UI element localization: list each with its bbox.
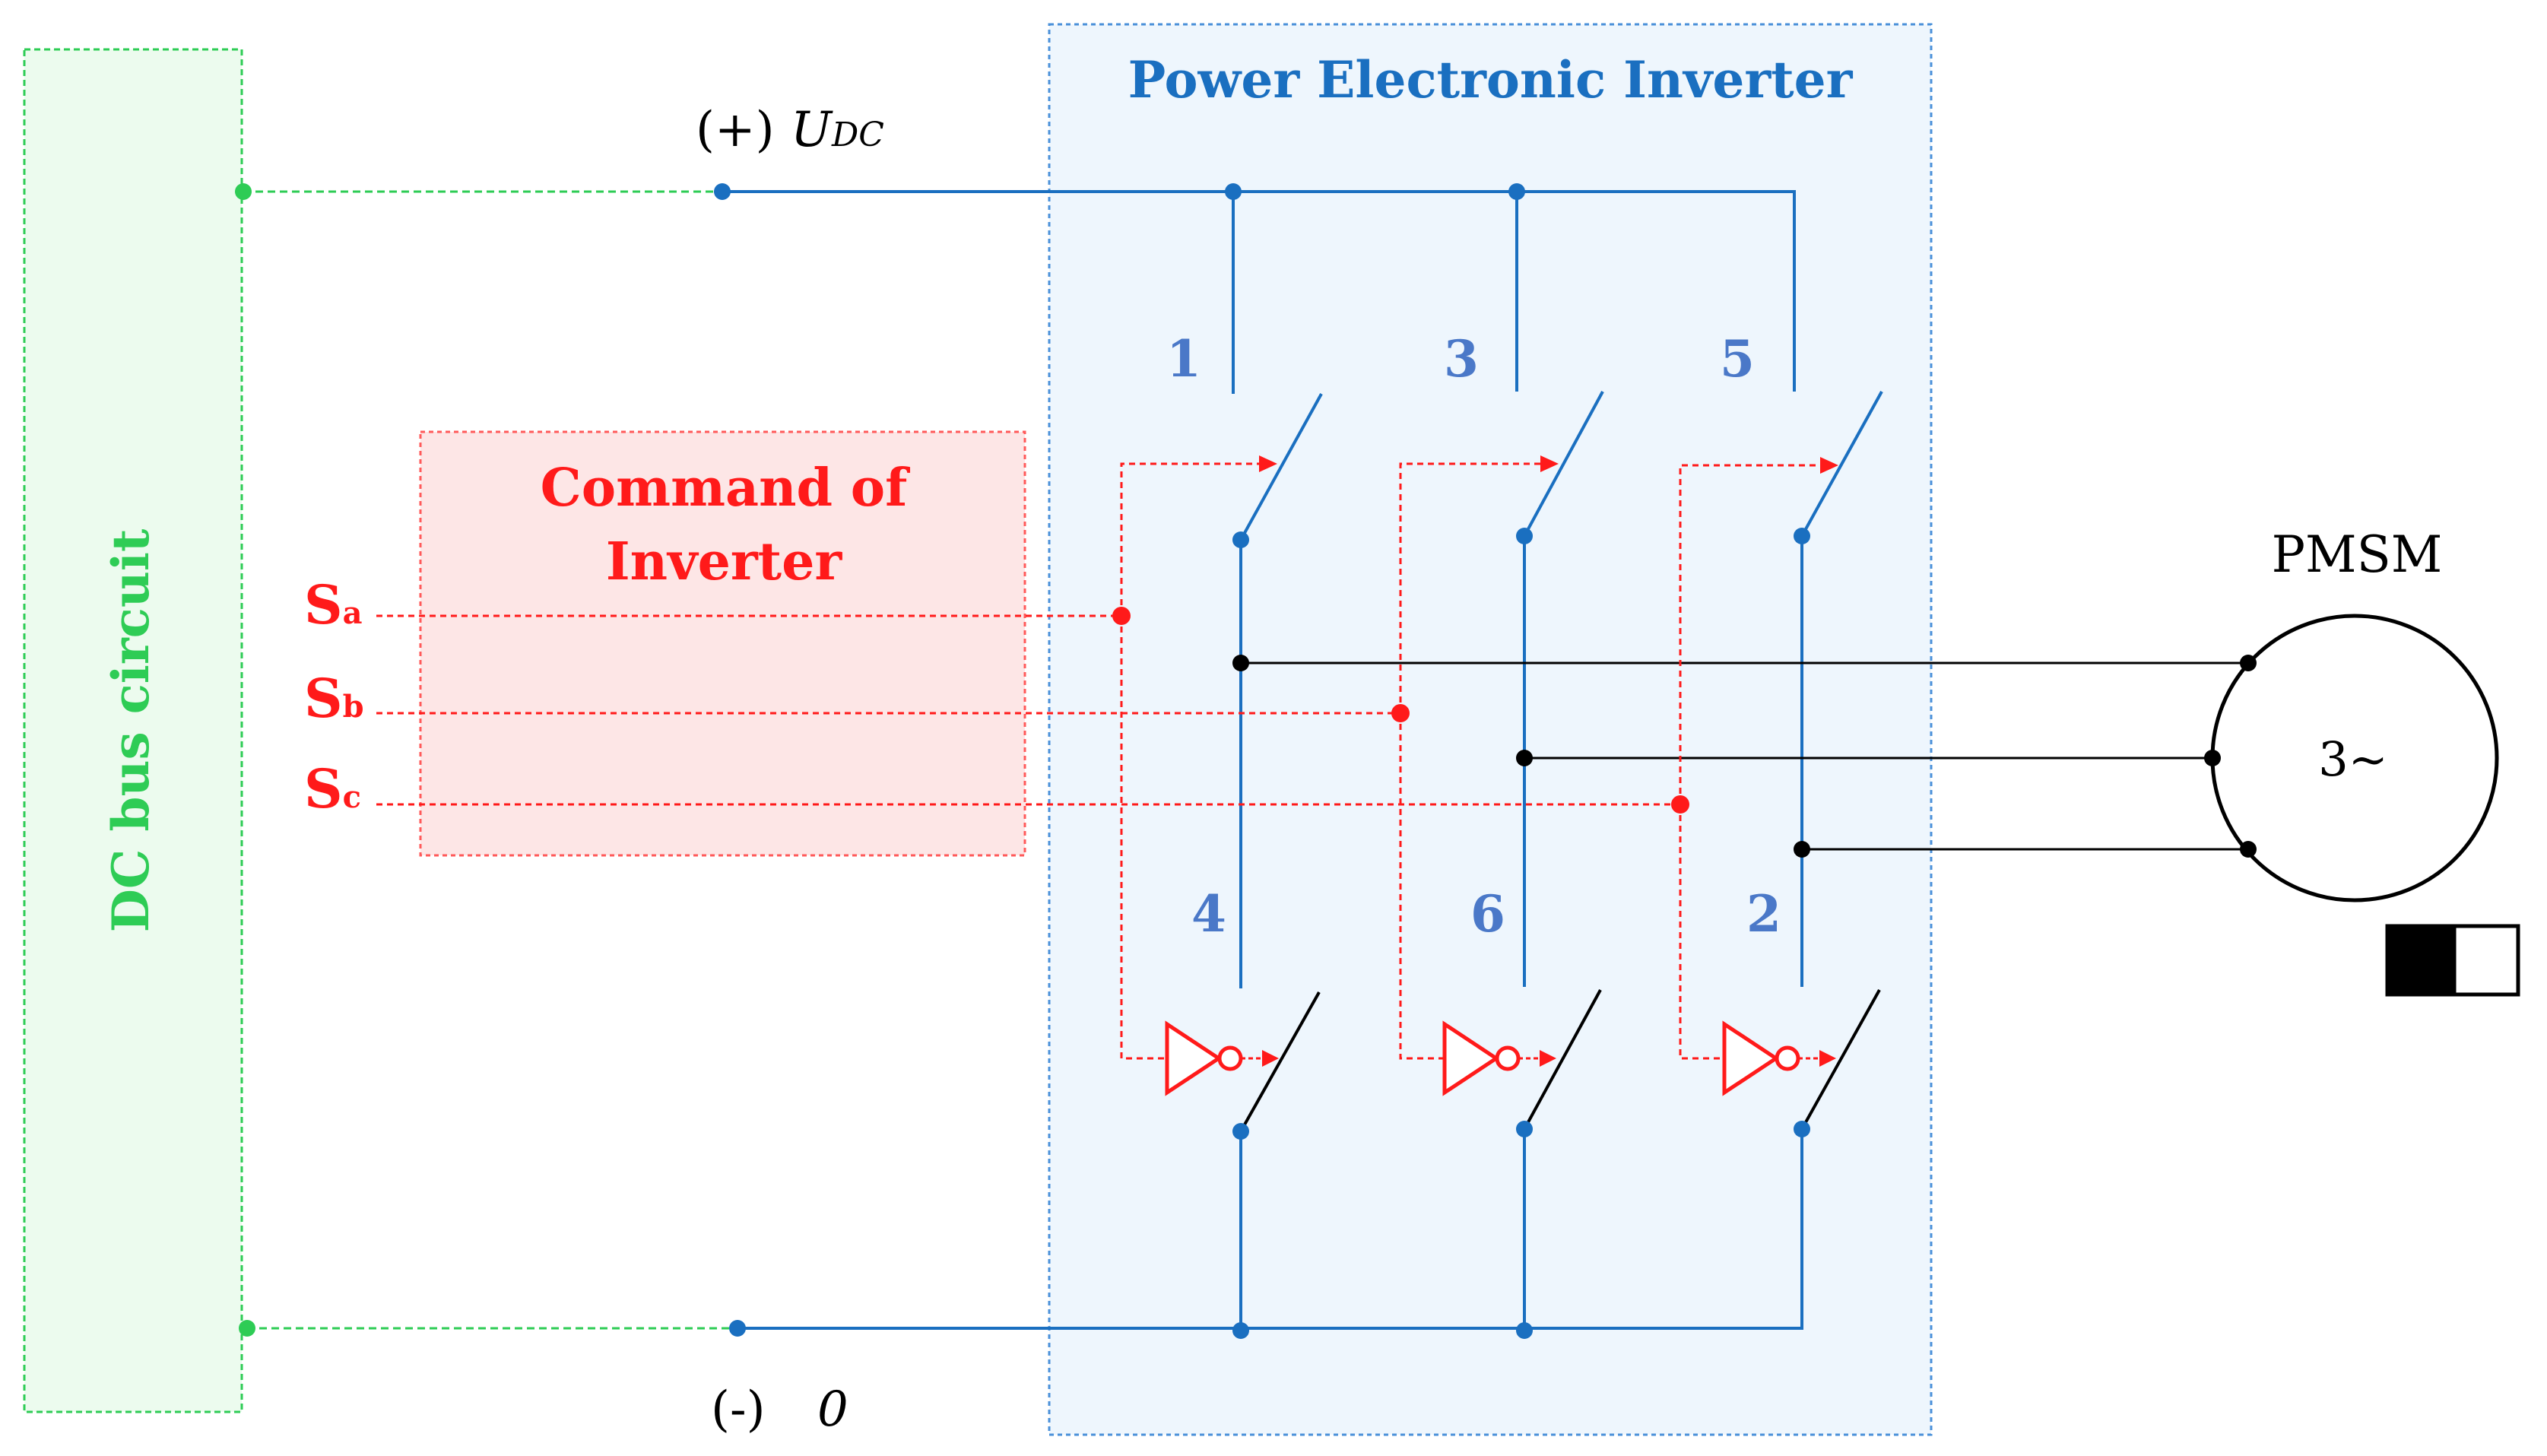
dc-negative-node xyxy=(239,1320,255,1337)
signal-c-node xyxy=(1671,795,1689,814)
switch-label-4: 4 xyxy=(1191,884,1226,944)
signal-b-node xyxy=(1391,704,1410,722)
signal-label-c: Sc xyxy=(304,757,361,820)
signal-a-subscript: a xyxy=(343,595,363,631)
leg-b-lower-contact xyxy=(1516,1121,1533,1137)
not-gate-icon xyxy=(1722,1020,1780,1096)
not-gate-a xyxy=(1165,1020,1279,1096)
command-title-line1: Command of xyxy=(541,458,910,519)
not-gate-b xyxy=(1442,1020,1556,1096)
phase-outputs xyxy=(1232,655,2248,858)
not-gate-bubble-b xyxy=(1495,1045,1521,1071)
dc-bus-box xyxy=(23,48,243,1413)
positive-symbol-main: U xyxy=(791,102,833,158)
signal-b-subscript: b xyxy=(343,689,364,725)
phase-a-node xyxy=(1232,655,1249,671)
motor-name: PMSM xyxy=(2272,525,2443,584)
signal-b-letter: S xyxy=(304,667,343,730)
leg-b-lower-switch-icon xyxy=(1523,989,1602,1130)
phase-b-node xyxy=(1516,750,1533,766)
negative-value: 0 xyxy=(817,1381,848,1438)
positive-symbol: UDC xyxy=(791,102,884,158)
positive-sign: (+) xyxy=(696,102,775,158)
negative-sign: (-) xyxy=(711,1381,766,1438)
command-box xyxy=(419,430,1026,857)
signal-label-b: Sb xyxy=(304,667,364,730)
negative-rail xyxy=(737,1129,1803,1330)
motor-terminal-a xyxy=(2240,655,2257,671)
leg-c-lower-switch-icon xyxy=(1800,989,1881,1130)
upper-gate-arrow-a xyxy=(1259,455,1277,472)
inverter-block: Power Electronic Inverter xyxy=(1048,23,1933,1436)
switch-label-2: 2 xyxy=(1746,884,1781,944)
leg-a-lower-contact xyxy=(1232,1123,1249,1140)
dc-bus-block: DC bus circuit xyxy=(23,48,243,1413)
command-signals: Sa Sb Sc xyxy=(304,455,1838,1060)
leg-a-lower-switch-icon xyxy=(1239,991,1321,1132)
signal-a-node xyxy=(1112,607,1131,625)
command-block: Command of Inverter xyxy=(419,430,1026,857)
signal-c-letter: S xyxy=(304,757,343,820)
signal-c-subscript: c xyxy=(343,779,361,815)
leg-c-lower-contact xyxy=(1794,1121,1810,1137)
supply-rails: (+) UDC (-) 0 xyxy=(235,102,1803,1438)
upper-gate-arrow-c xyxy=(1820,457,1838,474)
positive-node-a xyxy=(1225,183,1242,200)
leg-b-upper-contact xyxy=(1516,528,1533,544)
not-gate-c xyxy=(1722,1020,1836,1096)
signal-label-a: Sa xyxy=(304,573,362,636)
leg-b-upper-switch-icon xyxy=(1523,391,1604,537)
not-gate-icon xyxy=(1165,1020,1223,1096)
motor-terminal-b xyxy=(2204,750,2221,766)
lower-gate-arrow-a xyxy=(1262,1050,1279,1067)
command-title-line2: Inverter xyxy=(606,531,843,592)
switch-label-5: 5 xyxy=(1720,329,1755,389)
switch-label-6: 6 xyxy=(1470,884,1505,944)
toggle-icon xyxy=(2385,924,2520,997)
leg-c: 5 2 xyxy=(1720,329,1883,1137)
motor-symbol: 3~ xyxy=(2318,731,2387,787)
not-gate-icon xyxy=(1442,1020,1500,1096)
motor-icon: PMSM 3~ xyxy=(2204,525,2499,902)
leg-a: 1 4 xyxy=(1166,329,1323,1331)
signal-b-upper-route xyxy=(1399,462,1543,713)
upper-gate-arrow-b xyxy=(1540,455,1559,472)
not-gate-bubble-c xyxy=(1775,1045,1800,1071)
negative-terminal xyxy=(729,1320,746,1337)
toggle-white-half xyxy=(2452,924,2520,997)
not-gate-bubble-a xyxy=(1217,1045,1243,1071)
phase-c-node xyxy=(1794,841,1810,858)
lower-gate-arrow-b xyxy=(1540,1050,1556,1067)
positive-terminal xyxy=(714,183,731,200)
leg-a-upper-switch-icon xyxy=(1239,393,1323,541)
signal-a-lower-route xyxy=(1120,616,1167,1060)
lower-gate-arrow-c xyxy=(1819,1050,1836,1067)
leg-a-upper-contact xyxy=(1232,531,1249,548)
signal-b-lower-route xyxy=(1399,713,1445,1060)
switch-label-3: 3 xyxy=(1444,329,1479,389)
inverter-box xyxy=(1048,23,1933,1436)
toggle-black-half xyxy=(2385,924,2457,997)
positive-node-b xyxy=(1508,183,1525,200)
switch-label-1: 1 xyxy=(1166,329,1201,389)
dc-bus-label: DC bus circuit xyxy=(101,528,160,932)
leg-c-upper-contact xyxy=(1794,528,1810,544)
leg-c-upper-switch-icon xyxy=(1800,391,1883,537)
signal-a-upper-route xyxy=(1120,462,1262,616)
dc-positive-node xyxy=(235,183,252,200)
inverter-title: Power Electronic Inverter xyxy=(1128,50,1854,109)
signal-a-letter: S xyxy=(304,573,343,636)
motor-terminal-c xyxy=(2240,841,2257,858)
positive-rail xyxy=(722,190,1796,392)
positive-symbol-subscript: DC xyxy=(831,116,884,154)
